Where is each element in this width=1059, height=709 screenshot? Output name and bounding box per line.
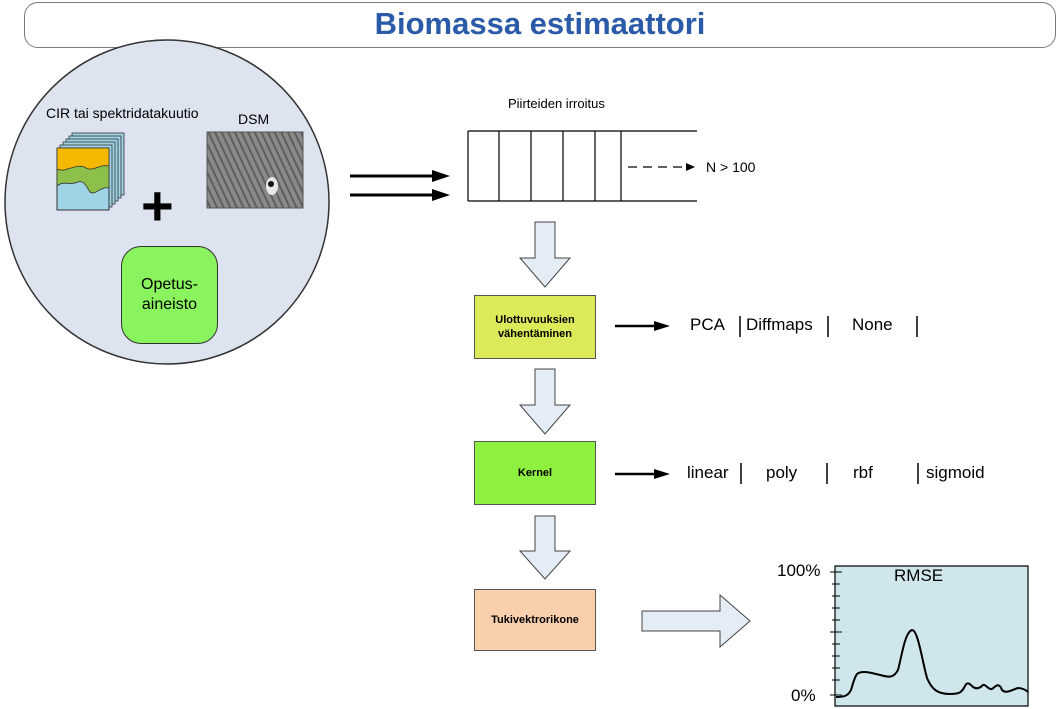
feature-extraction-label: Piirteiden irroitus xyxy=(508,96,605,111)
option-none: None xyxy=(852,315,893,334)
option-separators xyxy=(739,316,919,484)
cir-label: CIR tai spektridatakuutio xyxy=(46,105,199,121)
option-poly: poly xyxy=(766,463,798,482)
dim-reduction-box: Ulottuvuuksien vähentäminen xyxy=(474,295,596,359)
svm-label: Tukivektrorikone xyxy=(491,614,579,626)
rmse-curve xyxy=(835,628,1029,698)
input-circle xyxy=(4,39,330,365)
option-sigmoid: sigmoid xyxy=(926,463,985,482)
rmse-y-max-label: 100% xyxy=(777,561,821,580)
dsm-image xyxy=(206,131,304,209)
option-diffmaps: Diffmaps xyxy=(746,315,813,334)
rmse-chart xyxy=(830,565,1029,707)
down-arrow-icon-2 xyxy=(518,368,572,435)
kernel-box: Kernel xyxy=(474,441,596,505)
feature-count-label: N > 100 xyxy=(706,159,756,175)
dsm-label: DSM xyxy=(238,111,270,127)
rmse-title: RMSE xyxy=(894,566,944,585)
right-arrow-icon-2 xyxy=(615,469,670,479)
dim-reduction-label: Ulottuvuuksien vähentäminen xyxy=(495,314,575,340)
kernel-label: Kernel xyxy=(517,467,553,479)
dashed-arrow-icon xyxy=(628,163,695,171)
page-title: Biomassa estimaattori xyxy=(374,6,706,41)
option-pca: PCA xyxy=(690,315,725,334)
training-data-label: Opetus- aineisto xyxy=(141,276,198,313)
plus-icon: + xyxy=(141,174,174,237)
rmse-y-min-label: 0% xyxy=(791,686,816,705)
right-arrow-icon-1 xyxy=(615,321,670,331)
down-arrow-icon-1 xyxy=(518,221,572,288)
data-cube-icon xyxy=(56,132,125,211)
down-arrow-icon-3 xyxy=(518,515,572,580)
double-arrow-icon xyxy=(350,170,450,201)
big-right-arrow-icon xyxy=(641,593,751,649)
svm-box: Tukivektrorikone xyxy=(474,589,596,651)
feature-vector xyxy=(467,130,697,202)
option-rbf: rbf xyxy=(853,463,873,482)
option-linear: linear xyxy=(687,463,729,482)
title-frame xyxy=(24,2,1056,48)
training-data-box: Opetus- aineisto xyxy=(121,246,218,344)
